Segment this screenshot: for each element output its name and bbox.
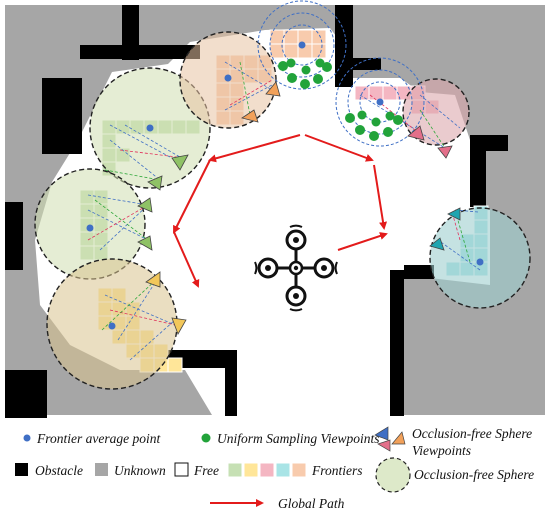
- obstacle: [390, 270, 404, 416]
- global-path: [173, 134, 388, 288]
- uniform-sampling-viewpoints: [278, 58, 403, 141]
- legend-frontier-average-point: Frontier average point: [36, 431, 161, 446]
- free-swatch: [174, 462, 189, 477]
- obstacle: [486, 135, 508, 151]
- map: [5, 0, 545, 418]
- legend-occlusion-free-sphere: Occlusion-free Sphere: [414, 467, 534, 482]
- drone-icon: [254, 224, 338, 312]
- occlusion-free-sphere-swatch: [375, 457, 411, 493]
- legend-occlusion-free-viewpoints-line1: Occlusion-free Sphere: [412, 426, 532, 441]
- legend-uniform-sampling-viewpoints: Uniform Sampling Viewpoints: [217, 431, 380, 446]
- legend-free: Free: [193, 463, 219, 478]
- obstacle: [5, 370, 47, 418]
- obstacle: [42, 78, 82, 154]
- obstacles: [5, 5, 508, 418]
- legend-frontiers: Frontiers: [311, 463, 363, 478]
- frontier-average-point: [224, 74, 232, 82]
- obstacle: [225, 350, 237, 416]
- obstacle: [353, 58, 381, 70]
- uniform-sampling-rings: [257, 0, 425, 147]
- legend-obstacle: Obstacle: [35, 463, 83, 478]
- legend: Frontier average point Uniform Sampling …: [15, 426, 534, 511]
- frontier-average-point-swatch: [23, 434, 31, 442]
- occlusion-free-viewpoint-swatch: [374, 426, 406, 452]
- obstacle: [80, 45, 200, 59]
- obstacle: [470, 135, 486, 207]
- legend-global-path: Global Path: [278, 496, 345, 511]
- obstacle: [404, 265, 434, 279]
- view-rays: [87, 61, 481, 361]
- frontier-average-point: [108, 322, 116, 330]
- obstacle: [335, 5, 353, 87]
- frontier-average-point: [146, 124, 154, 132]
- unknown-swatch: [95, 463, 108, 476]
- frontier-average-points: [86, 41, 484, 330]
- frontier-average-point: [298, 41, 306, 49]
- legend-unknown: Unknown: [114, 463, 166, 478]
- obstacle-swatch: [15, 463, 28, 476]
- frontier-average-point: [476, 258, 484, 266]
- legend-occlusion-free-viewpoints-line2: Viewpoints: [412, 443, 471, 458]
- frontier-orange-b: [269, 29, 327, 59]
- frontier-swatches: [227, 462, 307, 478]
- occlusion-free-sphere: [429, 207, 531, 309]
- obstacle: [5, 202, 23, 270]
- frontier-average-point: [86, 224, 94, 232]
- occlusion-free-viewpoints: [137, 81, 461, 335]
- uniform-sampling-swatch: [201, 433, 211, 443]
- frontier-average-point: [376, 98, 384, 106]
- occlusion-free-sphere: [34, 168, 146, 280]
